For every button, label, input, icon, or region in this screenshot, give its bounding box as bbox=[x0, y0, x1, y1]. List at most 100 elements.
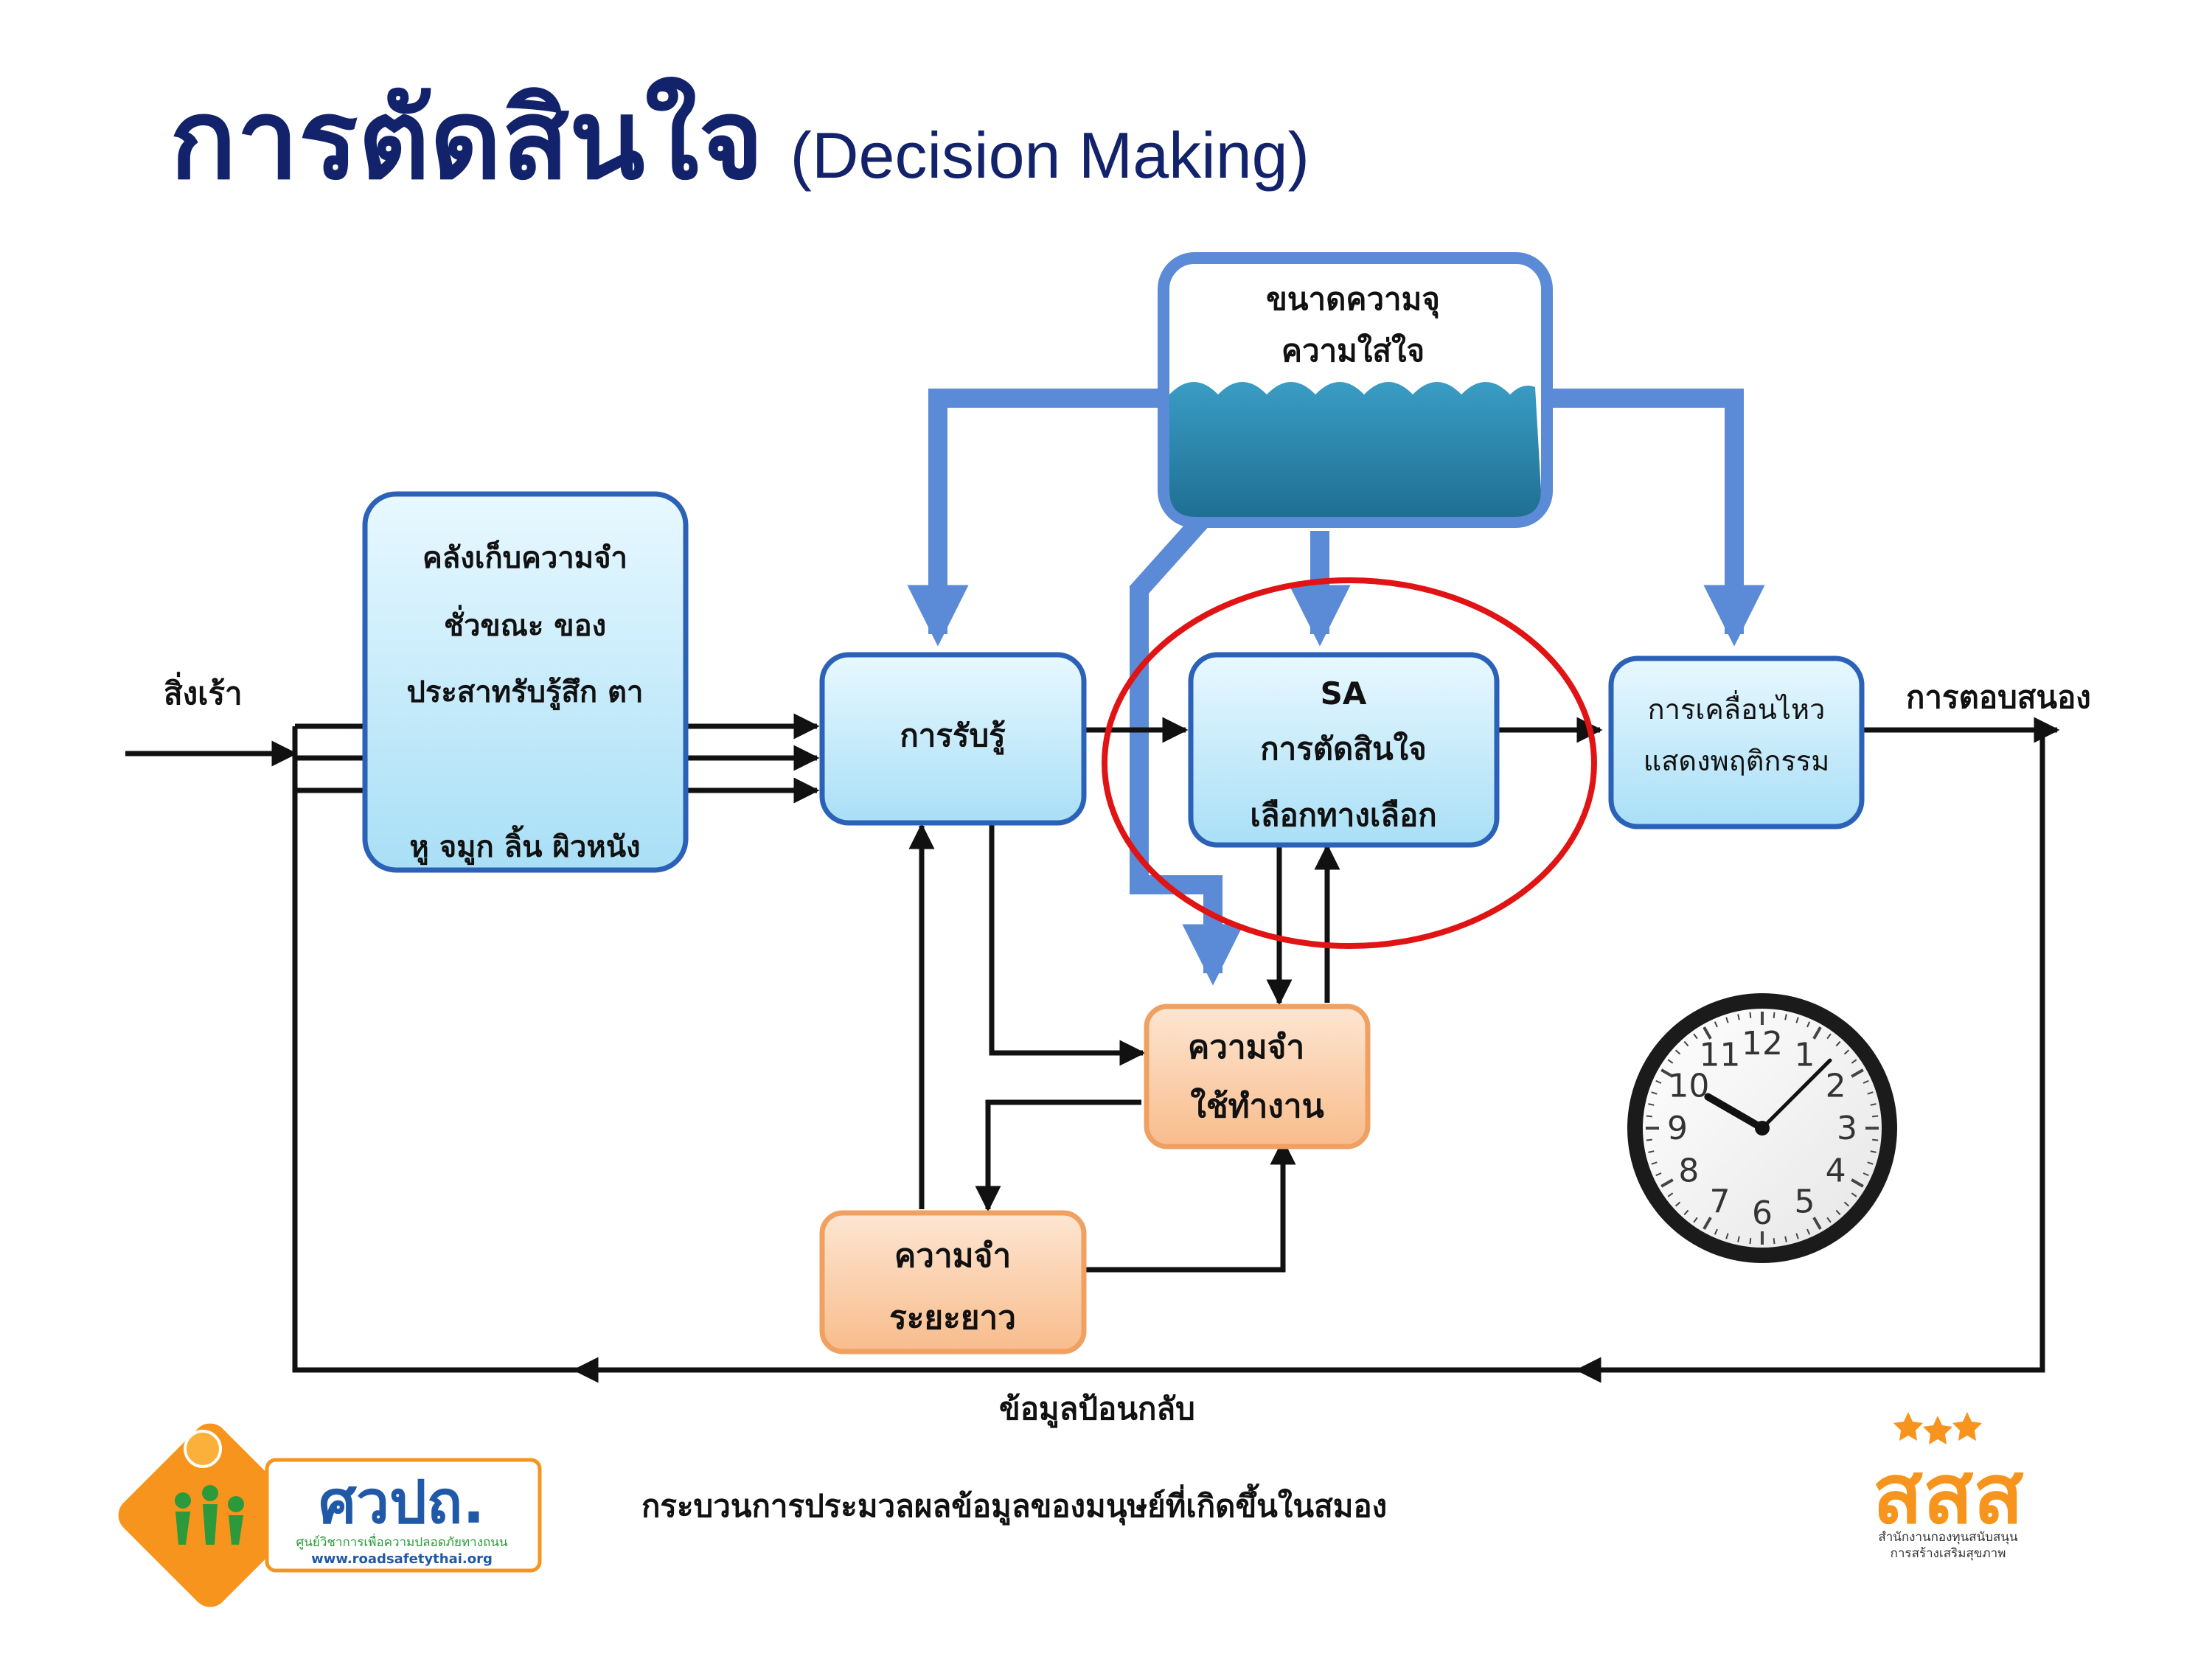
working-memory-line1: ความจำ bbox=[1188, 1029, 1304, 1066]
clock-number: 5 bbox=[1795, 1183, 1815, 1221]
stimulus-label: สิ่งเร้า bbox=[164, 672, 243, 712]
clock-tick bbox=[1835, 1209, 1841, 1216]
clock-tick bbox=[1851, 1068, 1864, 1078]
response-execution-box: การเคลื่อนไหว แสดงพฤติกรรม bbox=[1608, 655, 1865, 830]
clock-tick bbox=[1660, 1068, 1674, 1078]
clock-tick bbox=[1646, 1138, 1652, 1141]
clock-number: 3 bbox=[1837, 1110, 1857, 1147]
perception-label: การรับรู้ bbox=[900, 717, 1006, 755]
clock-number: 2 bbox=[1826, 1068, 1846, 1105]
highlight-circle bbox=[1102, 577, 1597, 949]
response-output-label: การตอบสนอง bbox=[1906, 679, 2091, 715]
clock-tick bbox=[1725, 1233, 1729, 1239]
stars-icon bbox=[1893, 1412, 1982, 1444]
clock-tick bbox=[1648, 1150, 1655, 1153]
clock-tick bbox=[1674, 1201, 1681, 1207]
sensory-store-line2: ชั่วขณะ ของ bbox=[444, 605, 606, 643]
water-fill bbox=[1169, 382, 1541, 517]
clock-tick bbox=[1737, 1236, 1740, 1242]
feedback-loop-line bbox=[292, 726, 2045, 1373]
sensory-store-line1: คลังเก็บความจำ bbox=[422, 539, 627, 575]
thaihealth-logo-line1: สำนักงานกองทุนสนับสนุน bbox=[1878, 1530, 2018, 1545]
clock-tick bbox=[1667, 1192, 1674, 1197]
long-term-memory-line1: ความจำ bbox=[894, 1237, 1011, 1275]
clock-tick bbox=[1703, 1217, 1712, 1230]
page-title: การตัดสินใจ (Decision Making) bbox=[170, 52, 1310, 227]
clock-tick bbox=[1870, 1150, 1877, 1153]
long-term-memory-line2: ระยะยาว bbox=[889, 1299, 1016, 1337]
title-english: (Decision Making) bbox=[790, 119, 1310, 192]
people-icon bbox=[175, 1485, 244, 1545]
clock-tick bbox=[1826, 1217, 1832, 1223]
clock-tick bbox=[1851, 1192, 1857, 1197]
thaihealth-logo-line2: การสร้างเสริมสุขภาพ bbox=[1891, 1546, 2006, 1561]
clock-tick bbox=[1660, 1178, 1674, 1188]
decision-box: SA การตัดสินใจ เลือกทางเลือก bbox=[1188, 652, 1500, 848]
sensory-store-box: คลังเก็บความจำ ชั่วขณะ ของ ประสาทรับรู้ส… bbox=[362, 491, 689, 873]
long-term-memory-box: ความจำ ระยะยาว bbox=[819, 1210, 1087, 1354]
thaihealth-logo: สสส สำนักงานกองทุนสนับสนุน การสร้างเสริม… bbox=[1872, 1412, 2024, 1561]
clock-tick bbox=[1714, 1228, 1718, 1235]
clock-tick bbox=[1725, 1017, 1729, 1023]
clock-hour-hand bbox=[1704, 1093, 1766, 1132]
perception-box: การรับรู้ bbox=[819, 652, 1087, 826]
response-line2: แสดงพฤติกรรม bbox=[1644, 745, 1830, 777]
clock-tick bbox=[1795, 1017, 1799, 1023]
clock-tick bbox=[1826, 1033, 1832, 1040]
title-thai: การตัดสินใจ bbox=[170, 76, 764, 204]
clock-number: 10 bbox=[1668, 1068, 1709, 1105]
diagram-caption: กระบวนการประมวลผลข้อมูลของมนุษย์ที่เกิดข… bbox=[641, 1488, 1388, 1524]
decision-label: การตัดสินใจ bbox=[1260, 731, 1427, 767]
clock-tick bbox=[1863, 1079, 1869, 1084]
roadsafety-logo-subtitle: ศูนย์วิชาการเพื่อความปลอดภัยทางถนน bbox=[296, 1533, 507, 1550]
sensory-store-line4: หู จมูก ลิ้น ผิวหนัง bbox=[409, 825, 640, 865]
clock-tick bbox=[1870, 1103, 1877, 1106]
attention-label: ความใส่ใจ bbox=[1281, 333, 1425, 369]
clock-tick bbox=[1812, 1217, 1822, 1230]
perception-to-working-memory-arrow bbox=[989, 822, 1146, 1066]
clock-number: 11 bbox=[1700, 1036, 1741, 1074]
clock-number: 6 bbox=[1752, 1194, 1773, 1232]
clock-tick-marks bbox=[1646, 1012, 1879, 1245]
clock-tick bbox=[1655, 1172, 1662, 1177]
clock-number: 9 bbox=[1667, 1110, 1688, 1147]
feedback-label: ข้อมูลป้อนกลับ bbox=[999, 1391, 1195, 1428]
clock-tick bbox=[1714, 1021, 1718, 1028]
attention-to-response-arrow bbox=[1534, 389, 1765, 647]
clock-tick bbox=[1784, 1236, 1787, 1242]
clock-tick bbox=[1693, 1217, 1698, 1223]
clock-number: 1 bbox=[1795, 1036, 1815, 1074]
working-memory-line2: ใช้ทำงาน bbox=[1190, 1087, 1324, 1125]
thaihealth-logo-name: สสส bbox=[1872, 1447, 2024, 1543]
clock-tick bbox=[1703, 1026, 1712, 1040]
attention-resources-tank: ขนาดความจุ ความใส่ใจ bbox=[1158, 252, 1553, 528]
clock-tick bbox=[1784, 1014, 1787, 1020]
clock-number: 8 bbox=[1678, 1152, 1699, 1190]
clock-tick bbox=[1773, 1238, 1775, 1245]
clock-tick bbox=[1683, 1209, 1689, 1216]
attention-capacity-label: ขนาดความจุ bbox=[1266, 281, 1440, 319]
clock-tick bbox=[1851, 1059, 1857, 1064]
roadsafety-logo-name: ศวปถ. bbox=[319, 1468, 484, 1537]
select-alternative-label: เลือกทางเลือก bbox=[1250, 797, 1436, 833]
response-line1: การเคลื่อนไหว bbox=[1648, 690, 1826, 726]
roadsafety-logo: ศวปถ. ศูนย์วิชาการเพื่อความปลอดภัยทางถนน… bbox=[118, 1423, 542, 1607]
clock-tick bbox=[1851, 1178, 1864, 1188]
working-to-long-term-arrow bbox=[975, 1099, 1141, 1212]
clock-tick bbox=[1867, 1161, 1874, 1165]
clock-tick bbox=[1867, 1091, 1874, 1095]
clock-number: 7 bbox=[1710, 1183, 1731, 1221]
clock-tick bbox=[1683, 1040, 1689, 1047]
working-memory-box: ความจำ ใช้ทำงาน bbox=[1144, 1004, 1371, 1150]
clock-number: 4 bbox=[1826, 1152, 1846, 1190]
clock-tick bbox=[1806, 1021, 1811, 1028]
clock-minute-hand bbox=[1760, 1058, 1832, 1130]
clock-number: 12 bbox=[1742, 1025, 1783, 1062]
clock-tick bbox=[1863, 1172, 1869, 1177]
clock-tick bbox=[1651, 1161, 1658, 1165]
clock-tick bbox=[1835, 1040, 1841, 1047]
